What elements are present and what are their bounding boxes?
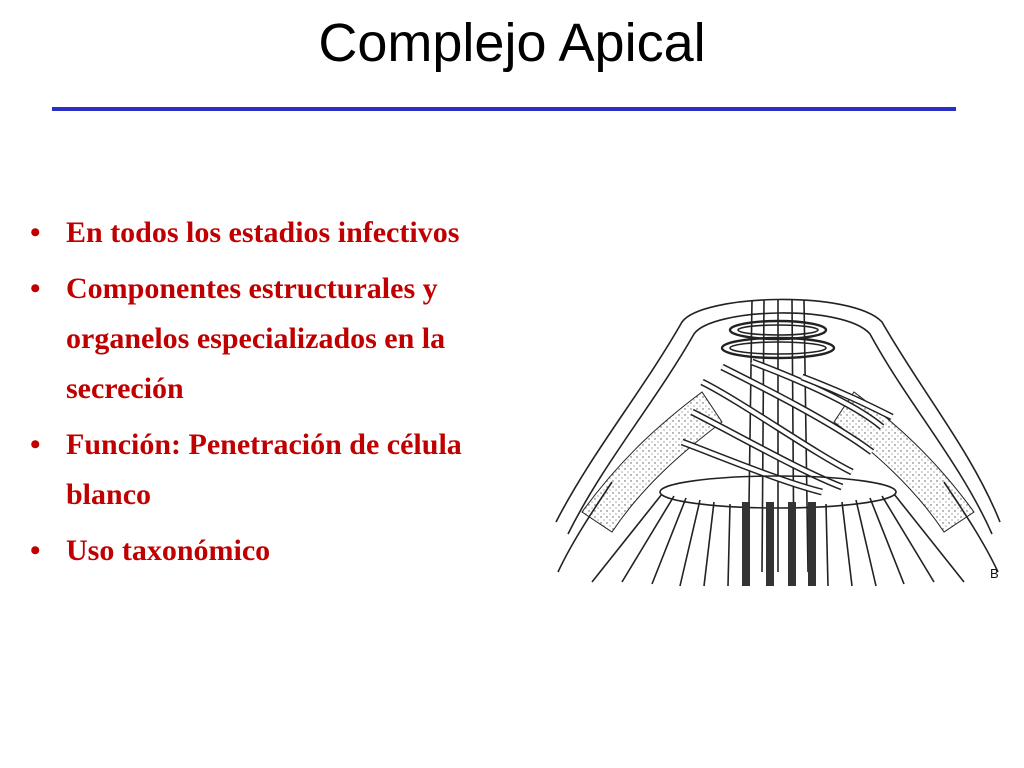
apical-complex-illustration-icon	[555, 298, 1001, 587]
bullet-dot-icon: •	[30, 428, 41, 461]
bullet-dot-icon: •	[30, 216, 41, 249]
slide-title: Complejo Apical	[318, 13, 706, 73]
bullet-item: • Uso taxonómico	[28, 526, 548, 576]
bullet-item: • En todos los estadios infectivos	[28, 208, 548, 258]
bullet-dot-icon: •	[30, 534, 41, 567]
bullet-text: Uso taxonómico	[66, 534, 271, 567]
bullet-list: • En todos los estadios infectivos • Com…	[28, 208, 548, 582]
bullet-item: • Función: Penetración de célula blanco	[28, 420, 548, 520]
bullet-text: Componentes estructurales y organelos es…	[66, 272, 446, 405]
bullet-dot-icon: •	[30, 272, 41, 305]
figure-label: B	[990, 566, 999, 581]
title-underline	[52, 107, 956, 111]
bullet-item: • Componentes estructurales y organelos …	[28, 264, 548, 414]
bullet-text: En todos los estadios infectivos	[66, 216, 460, 249]
bullet-text: Función: Penetración de célula blanco	[66, 428, 462, 511]
